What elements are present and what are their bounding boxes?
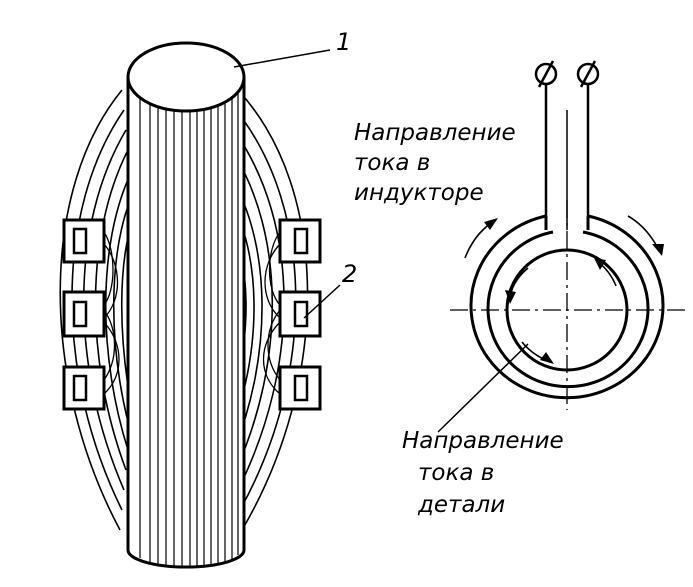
workpiece-cylinder (126, 41, 246, 569)
cylinder-shading (139, 88, 239, 567)
leader-part-current (437, 343, 529, 433)
label-inductor-current-line2: тока в (354, 150, 430, 176)
label-inductor-current-line1: Направление (354, 120, 516, 146)
coil-field-lines (103, 231, 281, 395)
arrow-head-icon (505, 290, 516, 304)
label-inductor-current-line3: индукторе (354, 180, 484, 206)
coil-turns-right (278, 218, 322, 411)
label-part-current-line3: детали (417, 492, 505, 518)
leader-part (233, 49, 331, 68)
arrow-head-icon (484, 218, 498, 230)
center-lines (450, 200, 685, 410)
label-inductor-current: Направление тока в индукторе (354, 120, 516, 206)
arrow-head-icon (652, 244, 664, 256)
label-part-current-line2: тока в (418, 460, 494, 486)
label-part-current-line1: Направление (402, 428, 564, 454)
label-coil-number: 2 (342, 260, 357, 288)
inductor-terminals (534, 60, 600, 230)
arrow-head-icon (540, 352, 554, 364)
label-part-current: Направление тока в детали (402, 428, 564, 518)
cylinder-top-face (126, 41, 246, 113)
label-part-number: 1 (336, 28, 351, 56)
coil-turns-left (62, 218, 106, 411)
arrow-head-icon (594, 258, 606, 270)
leader-coil (303, 284, 341, 319)
